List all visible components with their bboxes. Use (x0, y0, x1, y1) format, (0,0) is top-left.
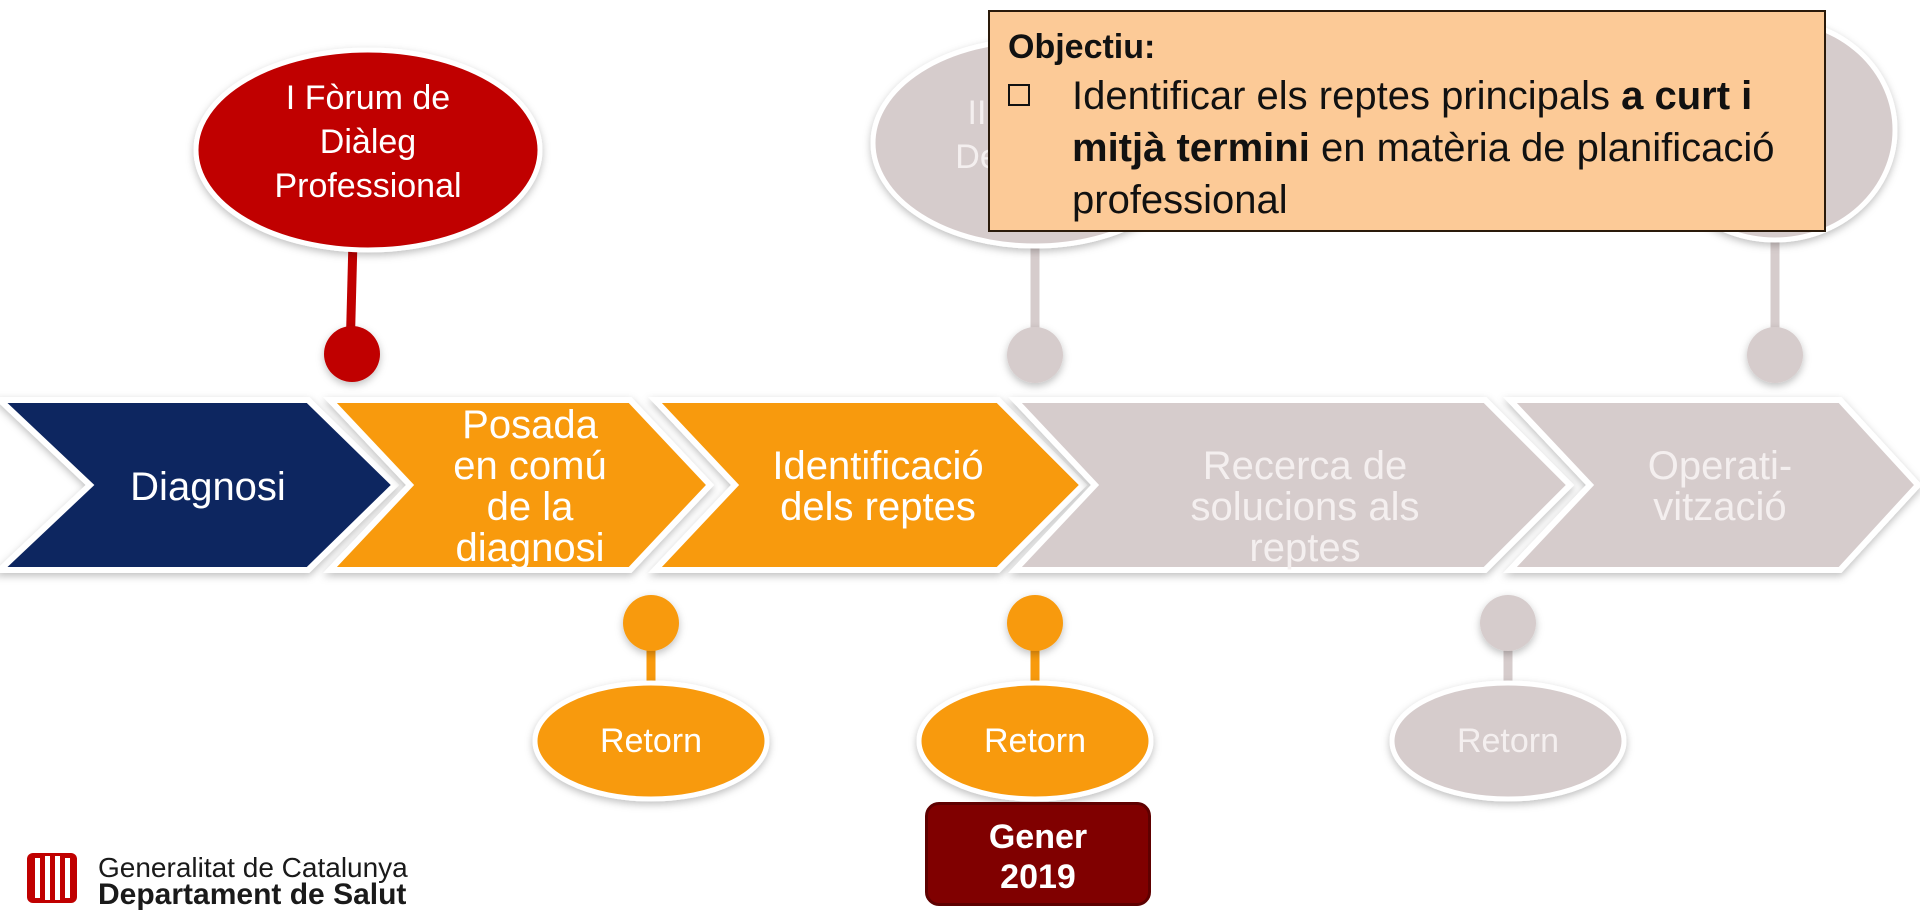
step-label-2: Posada en comú de la diagnosi (453, 403, 607, 570)
step-chevron-4 (1008, 397, 1575, 573)
step-chevron-5 (1503, 397, 1920, 573)
return-ellipse-2 (916, 680, 1154, 802)
return-label-1: Retorn (599, 722, 703, 760)
logo-line-1: Generalitat de Catalunya (98, 852, 408, 883)
date-badge: Gener 2019 (925, 802, 1151, 906)
step-label-4: Recerca de solucions als reptes (1190, 444, 1420, 570)
forum-node-1 (324, 326, 380, 382)
objective-box: Objectiu: Identificar els reptes princip… (988, 10, 1826, 232)
return-ellipse-1 (532, 680, 770, 802)
objective-text-bold: a curt i mitjà termini (1072, 74, 1753, 170)
step-chevron-3 (648, 397, 1088, 573)
return-label-3: Retorn (1456, 722, 1560, 760)
forum-node-3 (1747, 327, 1803, 383)
return-node-2 (1007, 595, 1063, 651)
objective-text-after: en matèria de planificació professional (1072, 126, 1775, 222)
generalitat-logo-icon (27, 853, 77, 903)
objective-text-before: Identificar els reptes principals (1072, 74, 1622, 118)
objective-title: Objectiu: (1008, 28, 1156, 66)
objective-text: Identificar els reptes principals a curt… (1072, 70, 1812, 226)
step-chevron-1 (0, 397, 400, 573)
return-node-1 (623, 595, 679, 651)
step-label-5: Operati- vització (1647, 444, 1793, 529)
logo: Generalitat de Catalunya Departament de … (22, 842, 462, 911)
return-node-3 (1480, 595, 1536, 651)
logo-line-2: Departament de Salut (98, 878, 407, 911)
step-label-3: Identificació dels reptes (772, 444, 984, 529)
return-ellipse-3 (1389, 680, 1627, 802)
step-label-1: Diagnosi (130, 464, 286, 509)
step-chevron-2 (323, 397, 715, 573)
forum-label-1: I Fòrum de Diàleg Professional (274, 79, 462, 205)
checkbox-icon (1008, 84, 1030, 106)
return-label-2: Retorn (983, 722, 1087, 760)
forum-ellipse-1 (193, 47, 543, 253)
forum-node-2 (1007, 327, 1063, 383)
